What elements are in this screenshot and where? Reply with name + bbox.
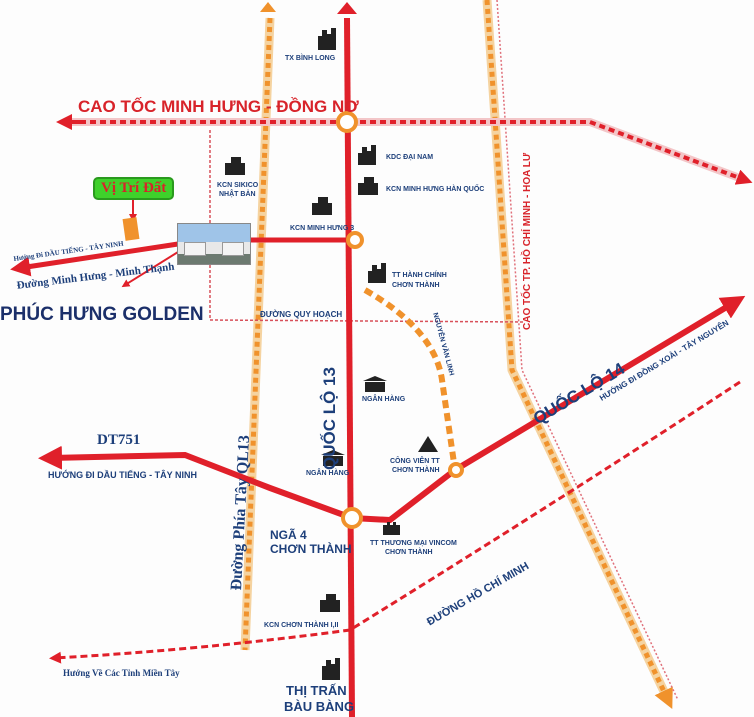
- city-icon: [322, 658, 340, 680]
- place-bau-bang: THỊ TRẤN: [286, 683, 347, 698]
- building-icons: [225, 28, 438, 680]
- place-ngan-hang: NGÂN HÀNG: [362, 396, 406, 403]
- place-vincom: TT THƯƠNG MẠI VINCOM: [370, 540, 457, 547]
- factory-icon: [225, 157, 245, 175]
- project-title: PHÚC HƯNG GOLDEN: [0, 304, 204, 325]
- place-cong-vien: CÔNG VIÊN TT: [390, 458, 440, 465]
- factory-icon: [312, 197, 332, 215]
- cao-toc-minh-hung-dong-no-road: [56, 114, 753, 185]
- place-kcn-minh-hung-han-quoc: KCN MINH HƯNG HÀN QUỐC: [386, 186, 485, 193]
- place-nga-4-2: CHƠN THÀNH: [270, 542, 352, 556]
- quoc-lo-14-road: [351, 295, 746, 524]
- quoc-lo-13-label: QUỐC LỘ 13: [320, 367, 339, 470]
- city-icon: [368, 263, 386, 283]
- site-plot[interactable]: [122, 217, 140, 241]
- factory-icon: [358, 177, 378, 195]
- quy-hoach-road: [209, 130, 526, 323]
- mall-icon: [383, 522, 400, 535]
- arrow-north-icon: [260, 2, 276, 12]
- place-tt-hanh-chinh: TT HÀNH CHÍNH: [392, 272, 447, 279]
- place-bau-bang-2: BÀU BÀNG: [284, 699, 355, 714]
- duong-ho-chi-minh-road: [49, 380, 741, 664]
- place-kdc-dai-nam: KDC ĐẠI NAM: [386, 154, 434, 161]
- direction-dau-tieng: HƯỚNG ĐI DẦU TIẾNG - TÂY NINH: [48, 470, 197, 480]
- place-nga-4: NGÃ 4: [270, 528, 307, 542]
- bank-icon: [321, 450, 345, 466]
- cao-toc-minh-hung-dong-no-label: CAO TỐC MINH HƯNG - ĐỒNG NƠ: [78, 97, 359, 116]
- dt751-label: DT751: [97, 432, 141, 448]
- nguyen-van-linh-road: [363, 287, 458, 471]
- place-kcn-chon-thanh: KCN CHƠN THÀNH I,II: [264, 622, 339, 629]
- place-kcn-minh-hung-3: KCN MINH HƯNG 3: [290, 225, 355, 232]
- city-icon: [358, 145, 376, 165]
- project-photo: [177, 223, 251, 265]
- place-tt-hanh-chinh-2: CHƠN THÀNH: [392, 282, 440, 289]
- place-cong-vien-2: CHƠN THÀNH: [392, 467, 440, 474]
- quoc-lo-13-road: [344, 17, 355, 717]
- place-vincom-2: CHƠN THÀNH: [385, 549, 433, 556]
- dt751-road: [38, 445, 354, 521]
- park-icon: [418, 436, 438, 452]
- cao-toc-hcm-hoa-lu-label: CAO TỐC TP. HỒ CHÍ MINH - HOA LƯ: [522, 152, 533, 330]
- site-marker-label: Vị Trí Đất: [93, 177, 175, 200]
- city-icon: [318, 28, 336, 50]
- factory-icon: [320, 594, 340, 612]
- place-binh-long: TX BÌNH LONG: [285, 55, 336, 62]
- bank-icon: [363, 376, 387, 392]
- direction-mien-tay: Hướng Về Các Tỉnh Miền Tây: [63, 668, 180, 678]
- place-kcn-sikico: KCN SIKICO: [217, 182, 259, 189]
- place-kcn-sikico-2: NHẬT BẢN: [219, 191, 256, 198]
- arrow-north-icon: [337, 2, 357, 14]
- quy-hoach-label: ĐƯỜNG QUY HOẠCH: [260, 310, 343, 319]
- place-ngan-hang-2: NGÂN HÀNG: [306, 470, 350, 477]
- roundabouts: [336, 111, 464, 529]
